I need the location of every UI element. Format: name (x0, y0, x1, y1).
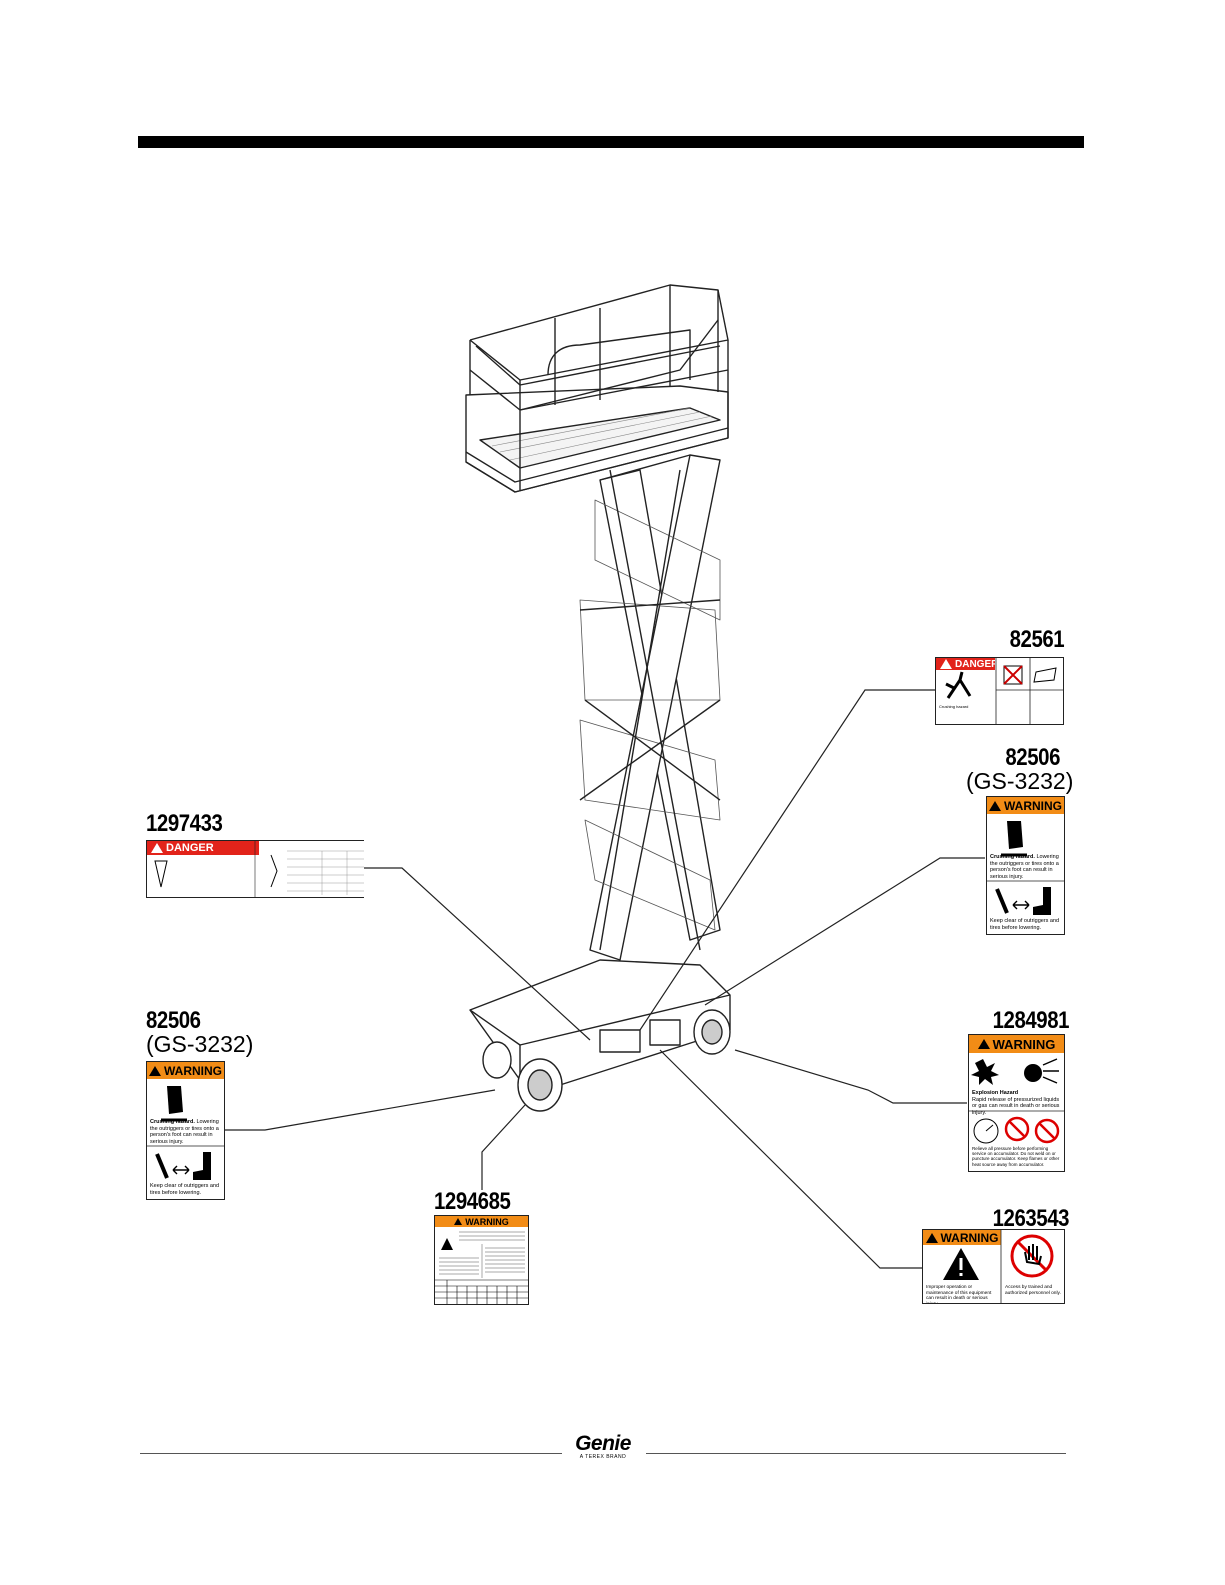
warning-header: WARNING (147, 1062, 224, 1079)
explosion-icon (969, 1058, 1064, 1144)
part-number-82506-right: 82506 (1005, 744, 1060, 771)
instruction-text: Keep clear of outriggers and tires befor… (990, 918, 1060, 931)
decal-1294685: WARNING (434, 1215, 529, 1305)
inspection-table (435, 1231, 528, 1304)
warning-header: WARNING (987, 797, 1064, 814)
warning-header: WARNING (969, 1035, 1064, 1053)
footer-rule-right (646, 1453, 1066, 1454)
decal-82506-right: WARNING Crushing hazard. Lowering the ou… (986, 796, 1065, 935)
warning-triangle-icon (149, 1065, 161, 1076)
decal-82506-left: WARNING Crushing hazard. Lowering the ou… (146, 1061, 225, 1200)
warning-triangle-icon (977, 1039, 990, 1049)
warning-triangle-icon (925, 1232, 938, 1243)
decal-text: Crushing hazard (939, 704, 969, 709)
decal-82561: DANGER Crushing hazard (935, 657, 1064, 725)
footer-rule-left (140, 1453, 562, 1454)
instruction-text: Keep clear of outriggers and tires befor… (150, 1183, 220, 1196)
warning-triangle-icon (940, 659, 952, 669)
instruction-text: Relieve all pressure before performing s… (972, 1146, 1060, 1167)
crushing-foot-icon (147, 1086, 224, 1180)
model-note-right: (GS-3232) (966, 768, 1074, 794)
part-number-82561: 82561 (1009, 626, 1065, 653)
part-number-1297433: 1297433 (146, 810, 223, 837)
genie-logo: Genie A TEREX BRAND (568, 1432, 638, 1460)
crushing-foot-icon (987, 821, 1064, 915)
decal-1297433: DANGER (146, 840, 364, 898)
logo-wordmark: Genie (575, 1432, 631, 1455)
warning-text: Crushing hazard. Lowering the outriggers… (990, 854, 1059, 880)
warning-triangle-icon (151, 843, 163, 853)
model-note-left: (GS-3232) (146, 1031, 254, 1057)
part-number-1284981: 1284981 (992, 1007, 1070, 1034)
no-flame-icon (1034, 1118, 1060, 1144)
warning-text: Improper operation or maintenance of thi… (926, 1285, 992, 1304)
pressure-gauge-icon (973, 1118, 999, 1144)
warning-triangle-icon (454, 1218, 463, 1225)
part-number-82506-left: 82506 (146, 1007, 201, 1034)
warning-triangle-icon (989, 800, 1001, 811)
crushing-foot-icon (945, 658, 1063, 724)
warning-text: Crushing hazard. Lowering the outriggers… (150, 1119, 219, 1145)
warning-header: WARNING (435, 1216, 528, 1227)
part-number-1294685: 1294685 (434, 1188, 511, 1215)
decal-1263543: WARNING Improper operation or maintenanc… (922, 1229, 1065, 1304)
stop-hand-icon (943, 1230, 1054, 1303)
electrocution-icon (154, 841, 364, 897)
logo-tagline: A TEREX BRAND (579, 1454, 627, 1460)
warning-header: WARNING (923, 1230, 1001, 1245)
top-rule (138, 136, 1084, 148)
access-text: Access by trained and authorized personn… (1005, 1285, 1061, 1296)
part-number-1263543: 1263543 (992, 1205, 1070, 1232)
danger-header: DANGER (147, 841, 259, 855)
danger-header: DANGER (936, 658, 998, 670)
